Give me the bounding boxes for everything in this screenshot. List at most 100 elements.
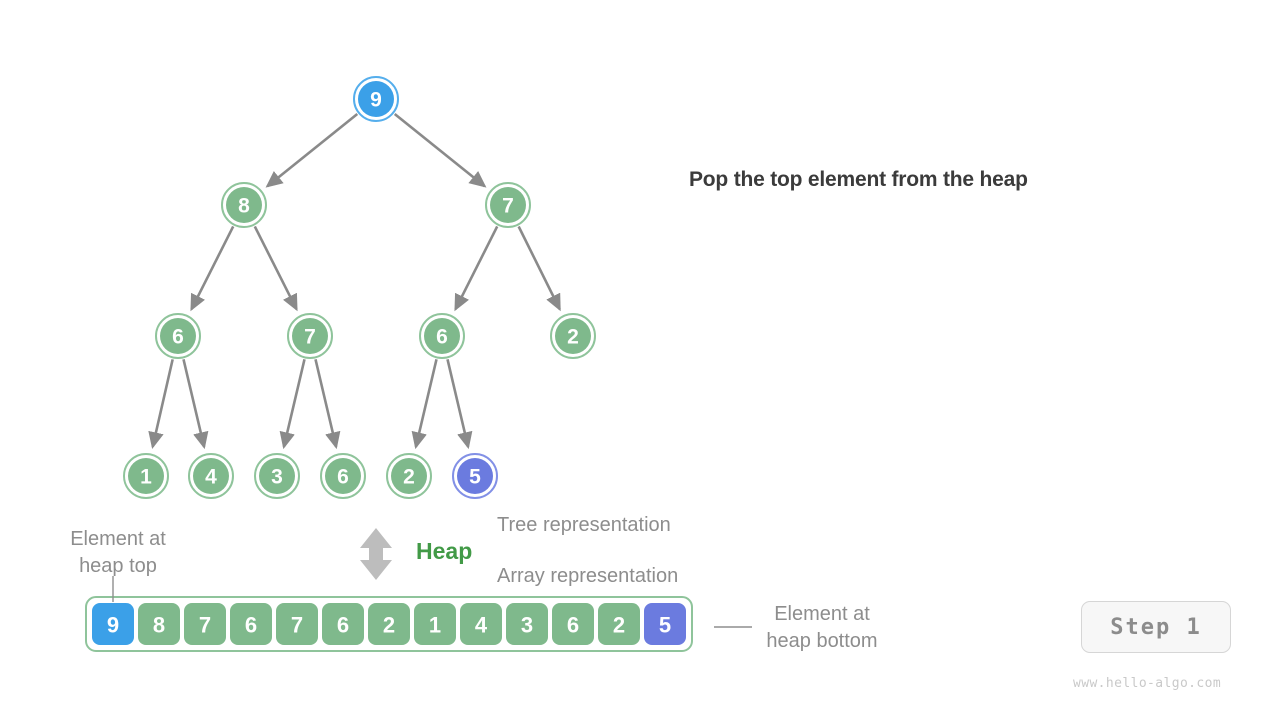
- array-cell-value: 9: [107, 613, 119, 638]
- array-cell-box: [184, 603, 226, 645]
- tree-edge: [314, 359, 341, 450]
- array-cell-value: 2: [613, 613, 625, 638]
- tree-node-value: 9: [370, 89, 382, 112]
- tree-edge: [190, 225, 235, 312]
- tree-node-disc: [555, 318, 591, 354]
- array-cell-value: 2: [383, 613, 395, 638]
- tree-edge: [393, 113, 487, 188]
- label-heap-top-line1: Element at: [70, 528, 166, 550]
- label-heap-top-line2: heap top: [79, 555, 157, 577]
- tree-node[interactable]: 6: [320, 453, 366, 499]
- array-cell[interactable]: 1: [414, 603, 456, 645]
- label-heap: Heap: [416, 538, 473, 564]
- array-cell-box: [598, 603, 640, 645]
- tree-node-disc: [325, 458, 361, 494]
- tree-edge: [411, 359, 438, 450]
- tree-node-value: 7: [502, 195, 514, 218]
- tree-node-ring: [485, 182, 531, 228]
- array-cell[interactable]: 2: [598, 603, 640, 645]
- tree-node-value: 1: [140, 466, 152, 489]
- array-cell[interactable]: 9: [92, 603, 134, 645]
- tree-edge: [253, 225, 298, 312]
- tree-edge: [182, 359, 209, 450]
- label-tree-representation: Tree representation: [497, 514, 671, 536]
- tree-node-ring: [550, 313, 596, 359]
- array-cell[interactable]: 5: [644, 603, 686, 645]
- tree-edge: [446, 359, 473, 450]
- tree-edges: [148, 113, 561, 450]
- tree-node-disc: [193, 458, 229, 494]
- array-cell[interactable]: 3: [506, 603, 548, 645]
- tree-node-ring: [123, 453, 169, 499]
- tree-node-disc: [226, 187, 262, 223]
- array-cell-value: 4: [475, 613, 488, 638]
- tree-node-disc: [457, 458, 493, 494]
- array-cell-box: [414, 603, 456, 645]
- tree-node[interactable]: 7: [485, 182, 531, 228]
- tree-node[interactable]: 2: [550, 313, 596, 359]
- tree-node[interactable]: 2: [386, 453, 432, 499]
- tree-node-disc: [259, 458, 295, 494]
- array-cell-value: 7: [291, 613, 303, 638]
- label-heap-bottom-line2: heap bottom: [766, 630, 878, 652]
- array-cell-box: [552, 603, 594, 645]
- array-cell[interactable]: 6: [322, 603, 364, 645]
- array-cell-value: 6: [245, 613, 257, 638]
- tree-edge: [265, 113, 359, 188]
- tree-node-disc: [160, 318, 196, 354]
- tree-node[interactable]: 8: [221, 182, 267, 228]
- tree-node-value: 7: [304, 326, 316, 349]
- tree-node-value: 2: [403, 466, 415, 489]
- tree-node-value: 6: [337, 466, 349, 489]
- tree-node-ring: [155, 313, 201, 359]
- tree-node-value: 3: [271, 466, 283, 489]
- array-cell[interactable]: 7: [276, 603, 318, 645]
- tree-node-ring: [287, 313, 333, 359]
- tree-node[interactable]: 9: [353, 76, 399, 122]
- tree-node-ring: [188, 453, 234, 499]
- tree-node-ring: [386, 453, 432, 499]
- array-cell-value: 8: [153, 613, 165, 638]
- tree-node[interactable]: 6: [419, 313, 465, 359]
- tree-node[interactable]: 6: [155, 313, 201, 359]
- tree-node-value: 2: [567, 326, 579, 349]
- tree-edge: [279, 359, 306, 450]
- tree-node-ring: [353, 76, 399, 122]
- tree-node[interactable]: 1: [123, 453, 169, 499]
- tree-node-value: 6: [172, 326, 184, 349]
- tree-edge: [517, 225, 561, 312]
- array-cell-value: 5: [659, 613, 671, 638]
- array-cell-value: 1: [429, 613, 441, 638]
- label-heap-bottom: Element at heap bottom: [752, 601, 892, 655]
- tree-node-ring: [254, 453, 300, 499]
- array-cell[interactable]: 6: [230, 603, 272, 645]
- tree-node-value: 5: [469, 466, 481, 489]
- array-cell[interactable]: 6: [552, 603, 594, 645]
- array-cell[interactable]: 8: [138, 603, 180, 645]
- label-array-representation: Array representation: [497, 565, 679, 587]
- tree-node-value: 8: [238, 195, 250, 218]
- array-cell[interactable]: 2: [368, 603, 410, 645]
- tree-node[interactable]: 7: [287, 313, 333, 359]
- tree-node-disc: [128, 458, 164, 494]
- label-heap-top: Element at heap top: [62, 526, 174, 580]
- array-cell-box: [644, 603, 686, 645]
- array-cell-value: 3: [521, 613, 533, 638]
- tree-edge: [454, 225, 499, 312]
- array-cell-box: [92, 603, 134, 645]
- watermark: www.hello-algo.com: [1073, 676, 1222, 691]
- array-cell[interactable]: 4: [460, 603, 502, 645]
- array-cell-box: [460, 603, 502, 645]
- array-cell-value: 6: [567, 613, 579, 638]
- array-cell[interactable]: 7: [184, 603, 226, 645]
- array-cell-box: [368, 603, 410, 645]
- tree-node-ring: [320, 453, 366, 499]
- array-cell-box: [230, 603, 272, 645]
- tree-node[interactable]: 3: [254, 453, 300, 499]
- tree-nodes: 9 8 7 6 7 6 2 1 4 3 6 2 5: [123, 76, 596, 499]
- tree-node[interactable]: 5: [452, 453, 498, 499]
- tree-node-disc: [490, 187, 526, 223]
- tree-node[interactable]: 4: [188, 453, 234, 499]
